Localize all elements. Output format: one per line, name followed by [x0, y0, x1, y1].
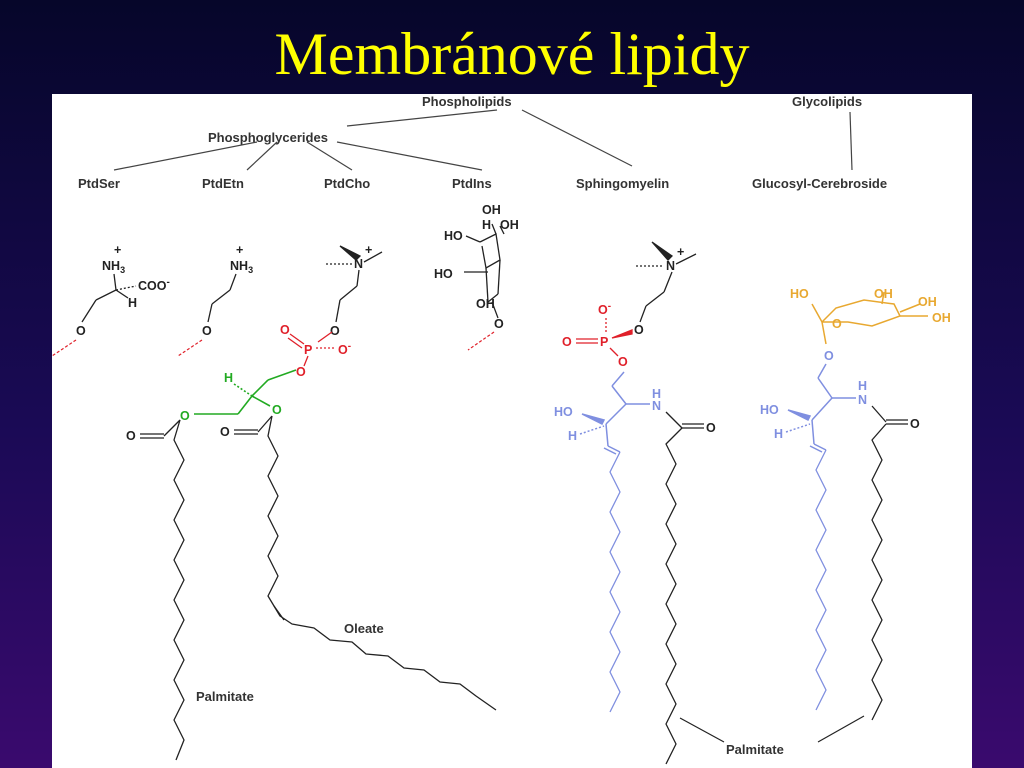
glycerol-h: H — [224, 371, 233, 385]
phosphoglyceride-esters: O O — [126, 415, 273, 443]
hydrocarbon-tails — [173, 415, 887, 765]
phosphoglyceride-glycerol: H O O — [180, 369, 297, 423]
tail-sphingomyelin-fatty-acid — [665, 427, 683, 765]
ptdins-h-1: H — [482, 218, 491, 232]
pg-o-double: O — [280, 323, 290, 337]
sphingomyelin-headgroup: N + O — [634, 241, 697, 337]
ptdser-headgroup: NH3 + COO- H O — [52, 243, 170, 357]
palmitate-right-pointers — [679, 715, 865, 743]
tail-palmitate-left — [173, 419, 185, 761]
sm-n: N — [666, 259, 675, 273]
glc-ring-o: O — [832, 317, 842, 331]
ptdins-oh-1: OH — [482, 203, 501, 217]
tail-cerebroside-sphingosine — [815, 449, 827, 711]
ptdetn-plus: + — [236, 243, 243, 257]
tree-lines — [113, 109, 853, 171]
lipid-structures-svg: Phospholipids Glycolipids Phosphoglyceri… — [52, 94, 951, 765]
label-palmitate-right: Palmitate — [726, 742, 784, 757]
ester-2-o-label: O — [220, 425, 230, 439]
tail-cerebroside-fatty-acid — [871, 423, 887, 721]
cerebroside-glucose: HO OH OH OH O O — [790, 287, 951, 363]
slide-title: Membránové lipidy — [274, 21, 750, 87]
tail-sphingomyelin-sphingosine — [609, 451, 621, 713]
label-ptdcho: PtdCho — [324, 176, 370, 191]
sm-p: P — [600, 335, 608, 349]
label-oleate: Oleate — [344, 621, 384, 636]
sm-o-ester: O — [618, 355, 628, 369]
glc-ho: HO — [790, 287, 809, 301]
label-glucosyl-cerebroside: Glucosyl-Cerebroside — [752, 176, 887, 191]
ptdetn-o: O — [202, 324, 212, 338]
ptdins-oh-3: OH — [476, 297, 495, 311]
sm-o-double: O — [562, 335, 572, 349]
label-ptdetn: PtdEtn — [202, 176, 244, 191]
phosphoglyceride-phosphate: O P O- O — [280, 323, 351, 379]
cb-ho: HO — [760, 403, 779, 417]
glc-link-o: O — [824, 349, 834, 363]
sm-o: O — [634, 323, 644, 337]
ptdins-headgroup: OH H OH HO HO OH O — [434, 203, 519, 351]
cb-amide-o: O — [910, 417, 920, 431]
ptdins-ho-1: HO — [444, 229, 463, 243]
ester-1-o-label: O — [126, 429, 136, 443]
glycerol-o-1: O — [180, 409, 190, 423]
sm-plus: + — [677, 245, 684, 259]
ptdetn-nh3: NH3 — [230, 259, 253, 275]
ptdser-h: H — [128, 296, 137, 310]
cb-nh: N — [858, 393, 867, 407]
label-palmitate-left: Palmitate — [196, 689, 254, 704]
cb-h-1: H — [774, 427, 783, 441]
ptdser-nh3: NH3 — [102, 259, 125, 275]
ptdcho-plus: + — [365, 243, 372, 257]
ptdcho-n: N — [354, 257, 363, 271]
ptdetn-headgroup: NH3 + O — [177, 243, 253, 357]
label-phosphoglycerides: Phosphoglycerides — [208, 130, 328, 145]
sphingomyelin-phosphate: O- O P O — [562, 301, 633, 369]
sm-ho: HO — [554, 405, 573, 419]
sm-amide-o: O — [706, 421, 716, 435]
label-ptdser: PtdSer — [78, 176, 120, 191]
label-glycolipids: Glycolipids — [792, 94, 862, 109]
glycerol-o-2: O — [272, 403, 282, 417]
ptdins-oh-2: OH — [500, 218, 519, 232]
cerebroside-sphingosine: HO H H N O — [760, 363, 920, 453]
ptdcho-headgroup: N + O — [326, 243, 383, 338]
label-phospholipids: Phospholipids — [422, 94, 512, 109]
glc-oh-2: OH — [918, 295, 937, 309]
lipid-diagram: Phospholipids Glycolipids Phosphoglyceri… — [52, 94, 972, 768]
sm-nh: N — [652, 399, 661, 413]
sm-h-1: H — [568, 429, 577, 443]
ptdser-plus: + — [114, 243, 121, 257]
sm-h-2: H — [652, 387, 661, 401]
ptdins-ho-2: HO — [434, 267, 453, 281]
glc-oh-1: OH — [874, 287, 893, 301]
ptdins-o: O — [494, 317, 504, 331]
pg-o-ester: O — [296, 365, 306, 379]
ptdcho-o: O — [330, 324, 340, 338]
pg-o-minus: O- — [338, 341, 351, 357]
sphingomyelin-sphingosine: HO H H N O — [554, 371, 716, 455]
glc-oh-3: OH — [932, 311, 951, 325]
ptdser-o: O — [76, 324, 86, 338]
sm-o-minus: O- — [598, 301, 611, 317]
ptdser-coo: COO- — [138, 277, 170, 293]
label-ptdins: PtdIns — [452, 176, 492, 191]
label-sphingomyelin: Sphingomyelin — [576, 176, 669, 191]
pg-p: P — [304, 343, 312, 357]
tail-oleate — [267, 415, 497, 711]
cb-h-2: H — [858, 379, 867, 393]
